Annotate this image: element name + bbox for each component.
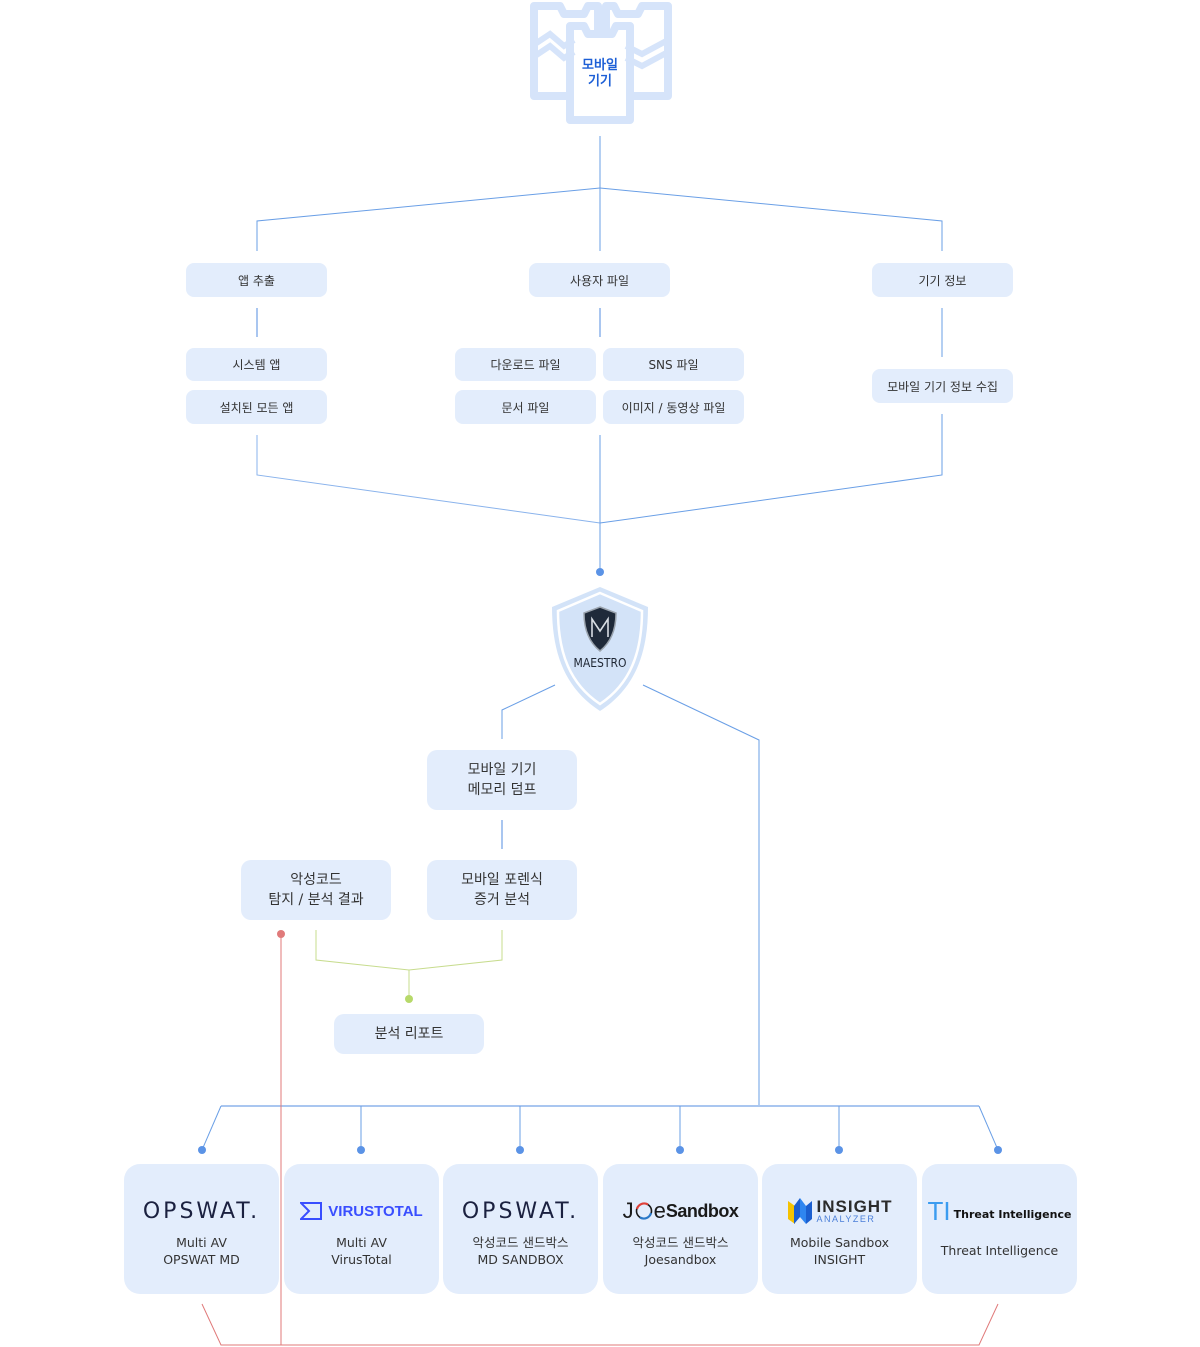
ti-logo-mark: TI <box>927 1196 951 1226</box>
vendor-desc: Multi AV OPSWAT MD <box>163 1235 240 1267</box>
insight-logo: INSIGHT ANALYZER <box>762 1194 917 1228</box>
ti-logo-text: Threat Intelligence <box>953 1208 1072 1221</box>
item-media-files[interactable]: 이미지 / 동영상 파일 <box>603 390 744 424</box>
forensic-analysis-box[interactable]: 모바일 포렌식 증거 분석 <box>427 860 577 920</box>
connector-dot-vendor-2 <box>357 1146 365 1154</box>
item-label: 문서 파일 <box>501 400 550 415</box>
memory-dump-label: 모바일 기기 메모리 덤프 <box>467 762 537 798</box>
joe-logo-j: J <box>622 1198 634 1223</box>
joe-logo-e: e <box>653 1198 666 1223</box>
connector-to-device-info <box>599 187 943 251</box>
malware-result-box[interactable]: 악성코드 탐지 / 분석 결과 <box>241 860 391 920</box>
insight-logo-top: INSIGHT <box>816 1197 893 1216</box>
vendor-desc: Threat Intelligence <box>940 1243 1059 1258</box>
item-document-files[interactable]: 문서 파일 <box>455 390 596 424</box>
connector-vendor-6 <box>978 1105 999 1151</box>
vendor-card-insight[interactable]: INSIGHT ANALYZER Mobile Sandbox INSIGHT <box>762 1164 917 1294</box>
item-label: 설치된 모든 앱 <box>219 400 294 415</box>
forensic-analysis-label: 모바일 포렌식 증거 분석 <box>461 872 543 908</box>
connector-hub-left <box>501 684 556 739</box>
opswat-logo: OPSWAT. <box>443 1194 598 1228</box>
vendor-card-joesandbox[interactable]: J e Sandbox 악성코드 샌드박스 Joesandbox <box>603 1164 758 1294</box>
memory-dump-box[interactable]: 모바일 기기 메모리 덤프 <box>427 750 577 810</box>
connector-merge-left <box>256 435 601 524</box>
connector-dot-hub <box>596 568 604 576</box>
joesandbox-logo: J e Sandbox <box>603 1194 758 1228</box>
connector-dot-vendor-6 <box>994 1146 1002 1154</box>
connector-vendor-1 <box>201 1105 222 1151</box>
vendor-desc: Mobile Sandbox INSIGHT <box>789 1235 890 1267</box>
item-label: 시스템 앱 <box>232 358 281 372</box>
mobile-devices-icon <box>530 2 672 124</box>
item-installed-apps[interactable]: 설치된 모든 앱 <box>186 390 327 424</box>
connector-dot-vendor-4 <box>676 1146 684 1154</box>
vendor-card-threat-intel[interactable]: TI Threat Intelligence Threat Intelligen… <box>922 1164 1077 1294</box>
opswat-logo-text: OPSWAT. <box>461 1198 580 1224</box>
analysis-report-label: 분석 리포트 <box>374 1026 444 1042</box>
vendor-desc: 악성코드 샌드박스 Joesandbox <box>632 1235 729 1267</box>
insight-logo-bottom: ANALYZER <box>816 1214 876 1224</box>
maestro-shield-icon <box>552 587 648 711</box>
category-label: 앱 추출 <box>238 273 275 288</box>
category-label: 사용자 파일 <box>569 273 629 288</box>
hub-label: MAESTRO <box>573 656 627 670</box>
item-label: SNS 파일 <box>648 358 699 372</box>
sigma-icon <box>300 1202 323 1220</box>
item-label: 모바일 기기 정보 수집 <box>887 379 998 394</box>
vendor-desc: Multi AV VirusTotal <box>331 1235 392 1267</box>
insight-mark-icon <box>787 1198 812 1224</box>
category-label: 기기 정보 <box>918 273 967 288</box>
connector-merge-right <box>599 414 943 524</box>
item-label: 다운로드 파일 <box>490 358 561 372</box>
connector-dot-feedback <box>277 930 285 938</box>
category-app-extract[interactable]: 앱 추출 <box>186 263 327 297</box>
item-system-apps[interactable]: 시스템 앱 <box>186 348 327 381</box>
item-sns-files[interactable]: SNS 파일 <box>603 348 744 381</box>
connector-hub-right <box>642 684 760 1106</box>
source-label: 모바일 기기 <box>582 58 618 89</box>
analysis-report-box[interactable]: 분석 리포트 <box>334 1014 484 1054</box>
connector-report-right <box>408 930 503 971</box>
connector-dot-vendor-1 <box>198 1146 206 1154</box>
opswat-logo: OPSWAT. <box>124 1194 279 1228</box>
item-label: 이미지 / 동영상 파일 <box>621 400 726 415</box>
vendor-card-opswat-sandbox[interactable]: OPSWAT. 악성코드 샌드박스 MD SANDBOX <box>443 1164 598 1294</box>
connector-dot-vendor-3 <box>516 1146 524 1154</box>
joe-o-ring-icon <box>635 1202 652 1220</box>
malware-result-label: 악성코드 탐지 / 분석 결과 <box>268 872 364 908</box>
threat-intel-logo: TI Threat Intelligence <box>922 1194 1077 1228</box>
category-device-info[interactable]: 기기 정보 <box>872 263 1013 297</box>
vendor-desc: 악성코드 샌드박스 MD SANDBOX <box>472 1235 569 1267</box>
connector-dot-vendor-5 <box>835 1146 843 1154</box>
category-user-files[interactable]: 사용자 파일 <box>529 263 670 297</box>
opswat-logo-text: OPSWAT. <box>142 1198 261 1224</box>
item-download-files[interactable]: 다운로드 파일 <box>455 348 596 381</box>
connector-feedback-bottom <box>201 1303 999 1346</box>
connector-report-left <box>315 930 410 971</box>
vendor-card-opswat-md[interactable]: OPSWAT. Multi AV OPSWAT MD <box>124 1164 279 1294</box>
connector-dot-report <box>405 995 413 1003</box>
joe-logo-sandbox: Sandbox <box>665 1200 739 1221</box>
virustotal-logo: VIRUSTOTAL <box>284 1194 439 1228</box>
connector-to-app-extract <box>256 187 601 251</box>
vendor-card-virustotal[interactable]: VIRUSTOTAL Multi AV VirusTotal <box>284 1164 439 1294</box>
item-device-info-collect[interactable]: 모바일 기기 정보 수집 <box>872 369 1013 403</box>
virustotal-logo-text: VIRUSTOTAL <box>328 1202 423 1220</box>
